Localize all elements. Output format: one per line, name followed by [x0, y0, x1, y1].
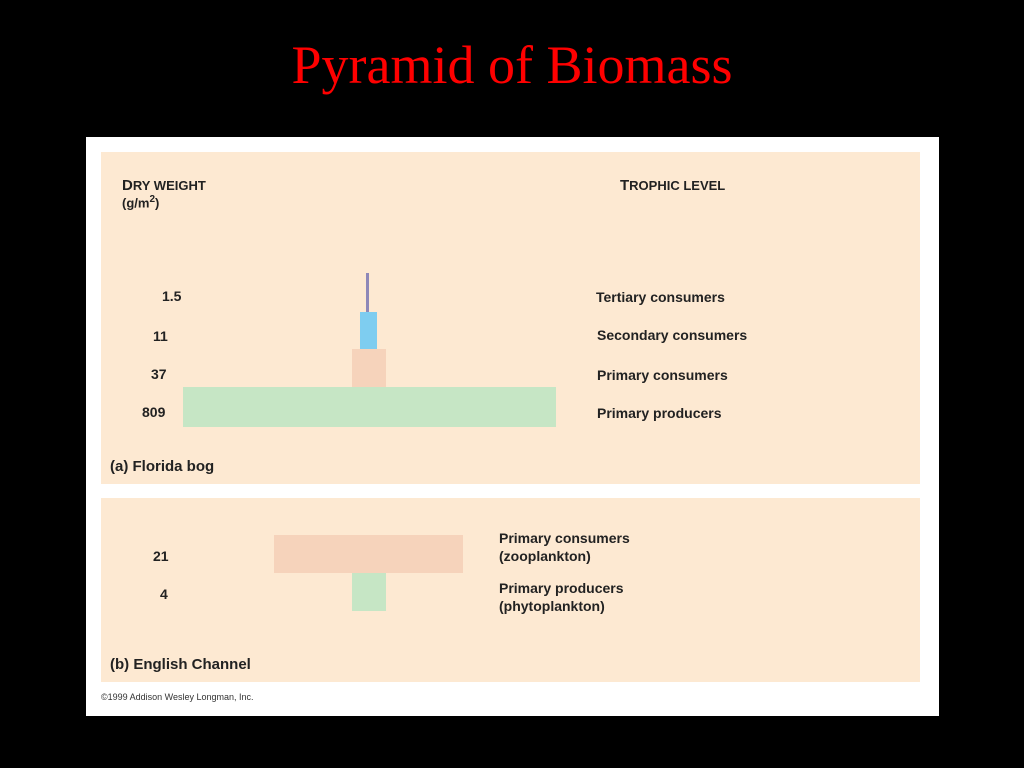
panel-florida-bog: DRY WEIGHT (g/m2) TROPHIC LEVEL 1.5 11 3…: [101, 152, 920, 484]
dry-weight-header: DRY WEIGHT: [122, 177, 206, 194]
bar-primary-consumers: [352, 349, 386, 387]
value-primary-producers: 809: [142, 404, 166, 420]
slide-title: Pyramid of Biomass: [291, 35, 733, 95]
bar-phytoplankton: [352, 573, 386, 611]
label-zooplankton-sub: (zooplankton): [499, 548, 591, 564]
caption-english-channel: (b) English Channel: [110, 656, 251, 673]
label-tertiary-consumers: Tertiary consumers: [596, 289, 725, 305]
biomass-figure: DRY WEIGHT (g/m2) TROPHIC LEVEL 1.5 11 3…: [86, 137, 939, 716]
bar-tertiary-consumers: [366, 273, 369, 312]
label-primary-consumers: Primary consumers: [597, 367, 728, 383]
value-secondary: 11: [153, 328, 168, 344]
label-zooplankton: Primary consumers (zooplankton): [499, 529, 630, 565]
panel-english-channel: 21 4 Primary consumers (zooplankton) Pri…: [101, 498, 920, 682]
value-zooplankton: 21: [153, 548, 169, 564]
trophic-level-header: TROPHIC LEVEL: [620, 177, 726, 194]
bar-zooplankton: [274, 535, 463, 573]
value-phytoplankton: 4: [160, 586, 168, 602]
bar-primary-producers: [183, 387, 556, 427]
copyright-text: ©1999 Addison Wesley Longman, Inc.: [101, 692, 254, 702]
dry-weight-unit: (g/m2): [122, 194, 160, 211]
label-phytoplankton-sub: (phytoplankton): [499, 598, 605, 614]
label-primary-producers: Primary producers: [597, 405, 722, 421]
label-phytoplankton-main: Primary producers: [499, 580, 624, 596]
label-secondary-consumers: Secondary consumers: [597, 327, 748, 343]
caption-florida-bog: (a) Florida bog: [110, 458, 215, 475]
value-primary-consumers: 37: [151, 366, 167, 382]
label-phytoplankton: Primary producers (phytoplankton): [499, 579, 624, 615]
bar-secondary-consumers: [360, 312, 377, 349]
label-zooplankton-main: Primary consumers: [499, 530, 630, 546]
value-tertiary: 1.5: [162, 288, 182, 304]
